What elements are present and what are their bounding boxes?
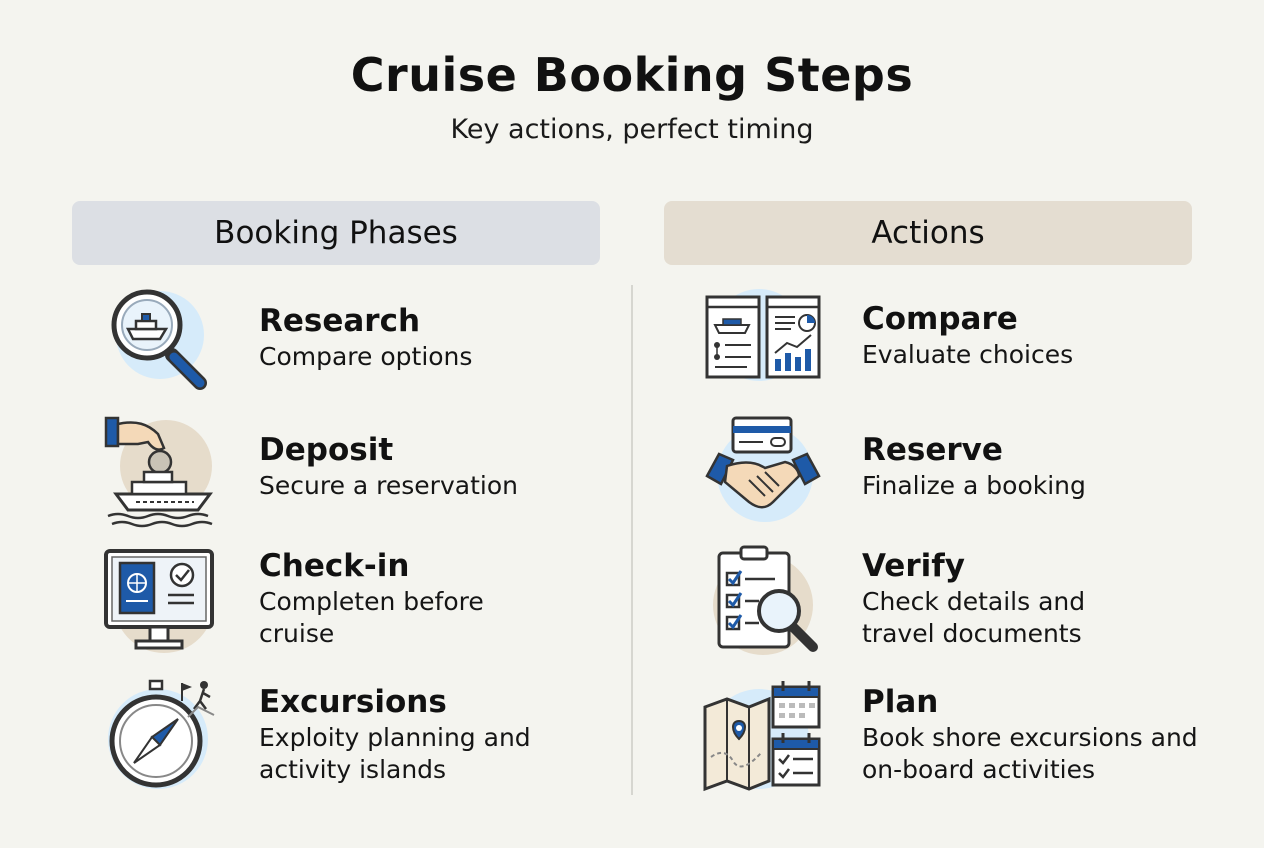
- action-verify: Verify Check details and travel document…: [862, 548, 1122, 650]
- compass-hiker-icon: [102, 677, 222, 797]
- map-calendar-icon: [703, 677, 823, 797]
- action-description: Finalize a booking: [862, 471, 1086, 500]
- phase-title: Check-in: [259, 548, 410, 584]
- action-compare: Compare Evaluate choices: [862, 301, 1073, 371]
- hand-coin-ship-icon: [102, 412, 222, 532]
- action-plan: Plan Book shore excursions and on-board …: [862, 684, 1202, 786]
- clipboard-magnifier-icon: [703, 543, 823, 663]
- action-title: Reserve: [862, 432, 1003, 468]
- phase-deposit: Deposit Secure a reservation: [259, 432, 518, 502]
- action-title: Verify: [862, 548, 965, 584]
- action-title: Compare: [862, 301, 1018, 337]
- phase-description: Compare options: [259, 342, 473, 371]
- action-description: Check details and travel documents: [862, 587, 1086, 648]
- magnifier-ship-icon: [102, 283, 222, 403]
- action-description: Evaluate choices: [862, 340, 1074, 369]
- phase-excursions: Excursions Exploity planning and activit…: [259, 684, 569, 786]
- phase-check-in: Check-in Completen before cruise: [259, 548, 539, 650]
- action-description: Book shore excursions and on-board activ…: [862, 723, 1198, 784]
- column-header-booking-phases: Booking Phases: [72, 201, 600, 265]
- action-reserve: Reserve Finalize a booking: [862, 432, 1086, 502]
- handshake-card-icon: [703, 412, 823, 532]
- phase-title: Research: [259, 303, 421, 339]
- page-subtitle: Key actions, perfect timing: [450, 114, 814, 145]
- action-title: Plan: [862, 684, 939, 720]
- documents-chart-icon: [703, 283, 823, 403]
- phase-research: Research Compare options: [259, 303, 472, 373]
- phase-title: Deposit: [259, 432, 394, 468]
- page-title: Cruise Booking Steps: [350, 48, 914, 102]
- phase-description: Completen before cruise: [259, 587, 484, 648]
- monitor-passport-icon: [102, 543, 222, 663]
- column-header-actions: Actions: [664, 201, 1192, 265]
- column-divider: [631, 285, 633, 795]
- phase-description: Secure a reservation: [259, 471, 518, 500]
- phase-title: Excursions: [259, 684, 447, 720]
- phase-description: Exploity planning and activity islands: [259, 723, 531, 784]
